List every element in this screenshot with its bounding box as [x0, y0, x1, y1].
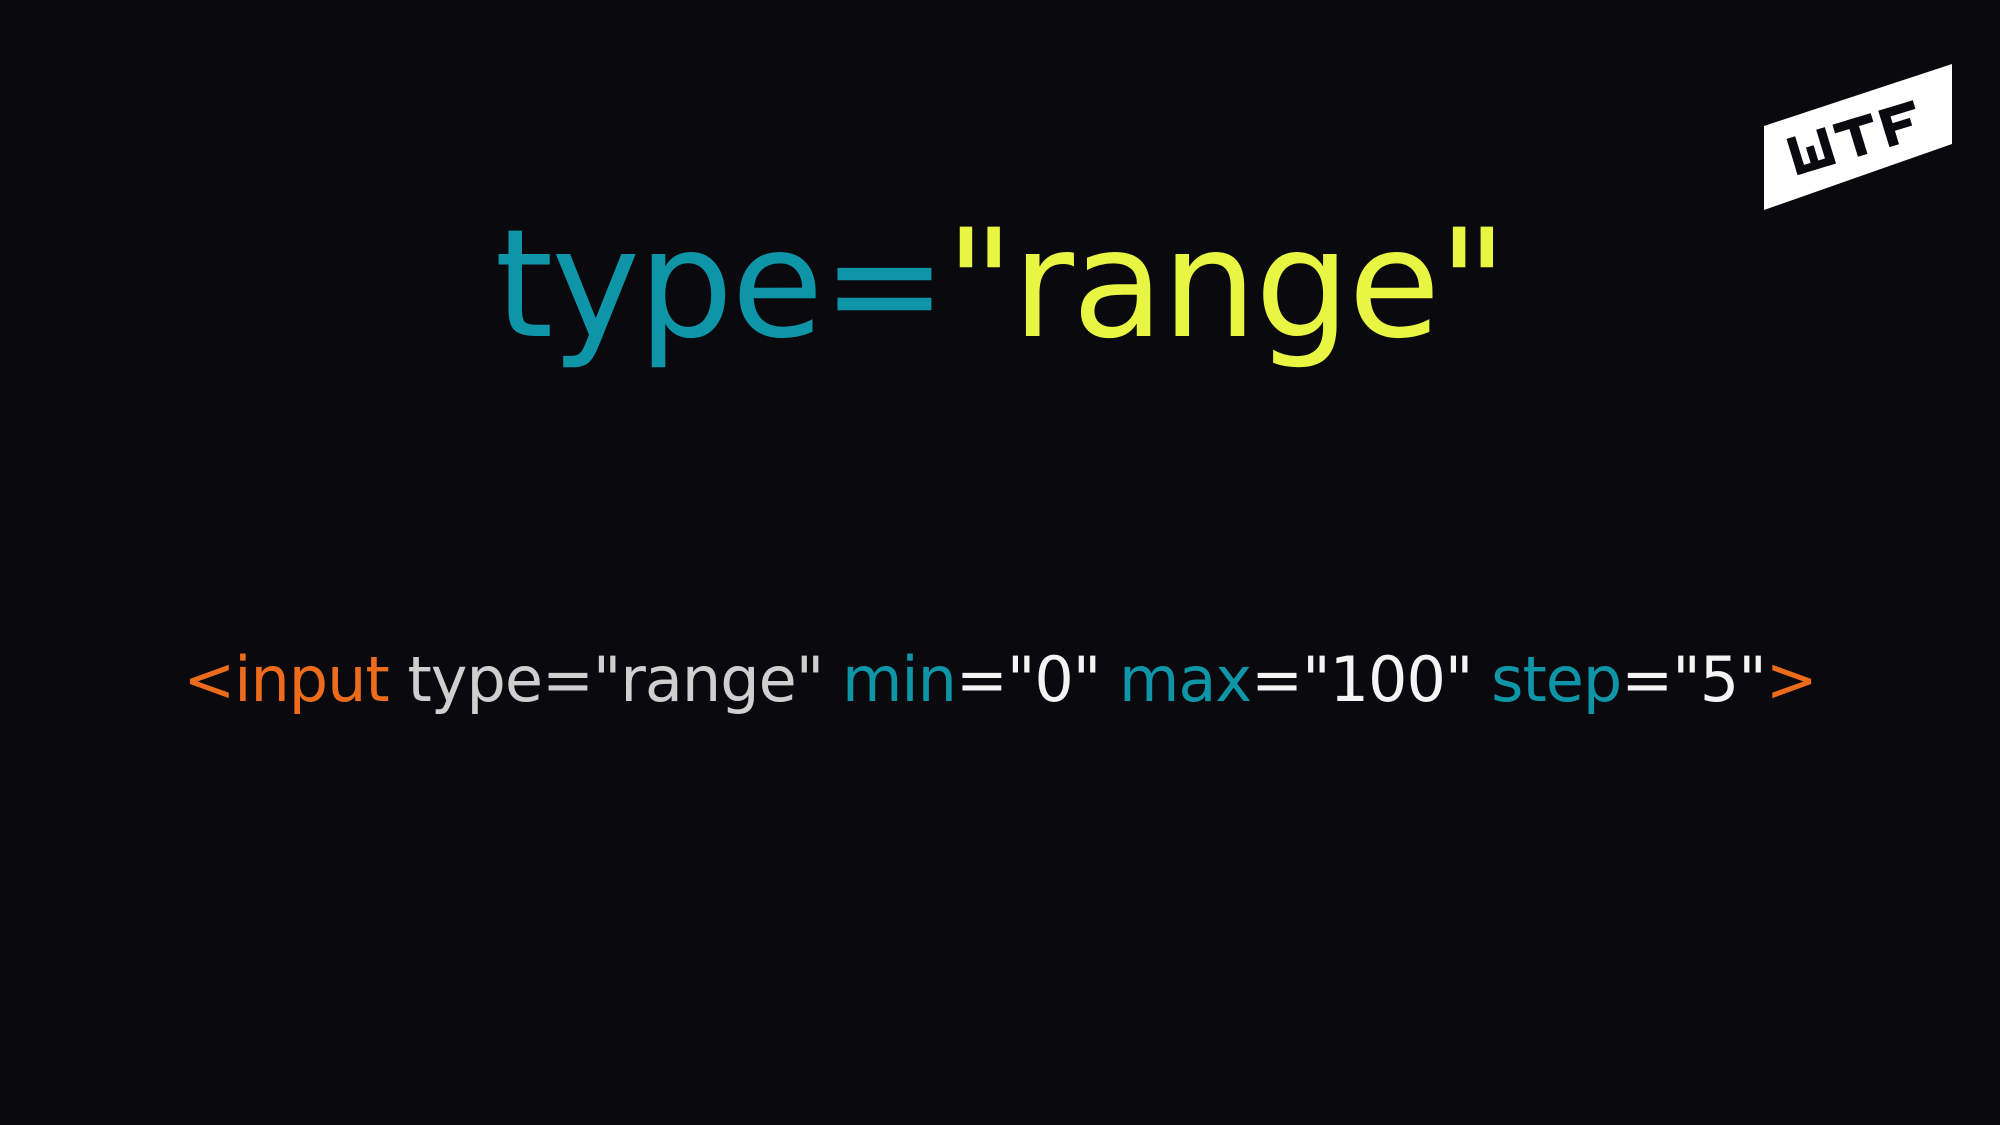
code-step-value: ="5": [1621, 643, 1766, 716]
code-min-value: ="0": [955, 643, 1101, 716]
code-tag-close: >: [1765, 643, 1818, 716]
code-max-name: max: [1119, 643, 1252, 716]
code-tag-open: <input: [183, 643, 389, 716]
code-min-name: min: [841, 643, 957, 716]
code-step-name: step: [1491, 643, 1622, 716]
page-title: type="range": [0, 195, 2000, 375]
title-attribute: type=: [494, 198, 948, 372]
code-type-attribute: type="range": [407, 643, 824, 716]
code-example: <input type="range" min="0" max="100" st…: [0, 640, 2000, 720]
wtf-logo-icon: [1760, 60, 1956, 216]
code-max-value: ="100": [1251, 643, 1473, 716]
title-value: "range": [945, 198, 1507, 372]
